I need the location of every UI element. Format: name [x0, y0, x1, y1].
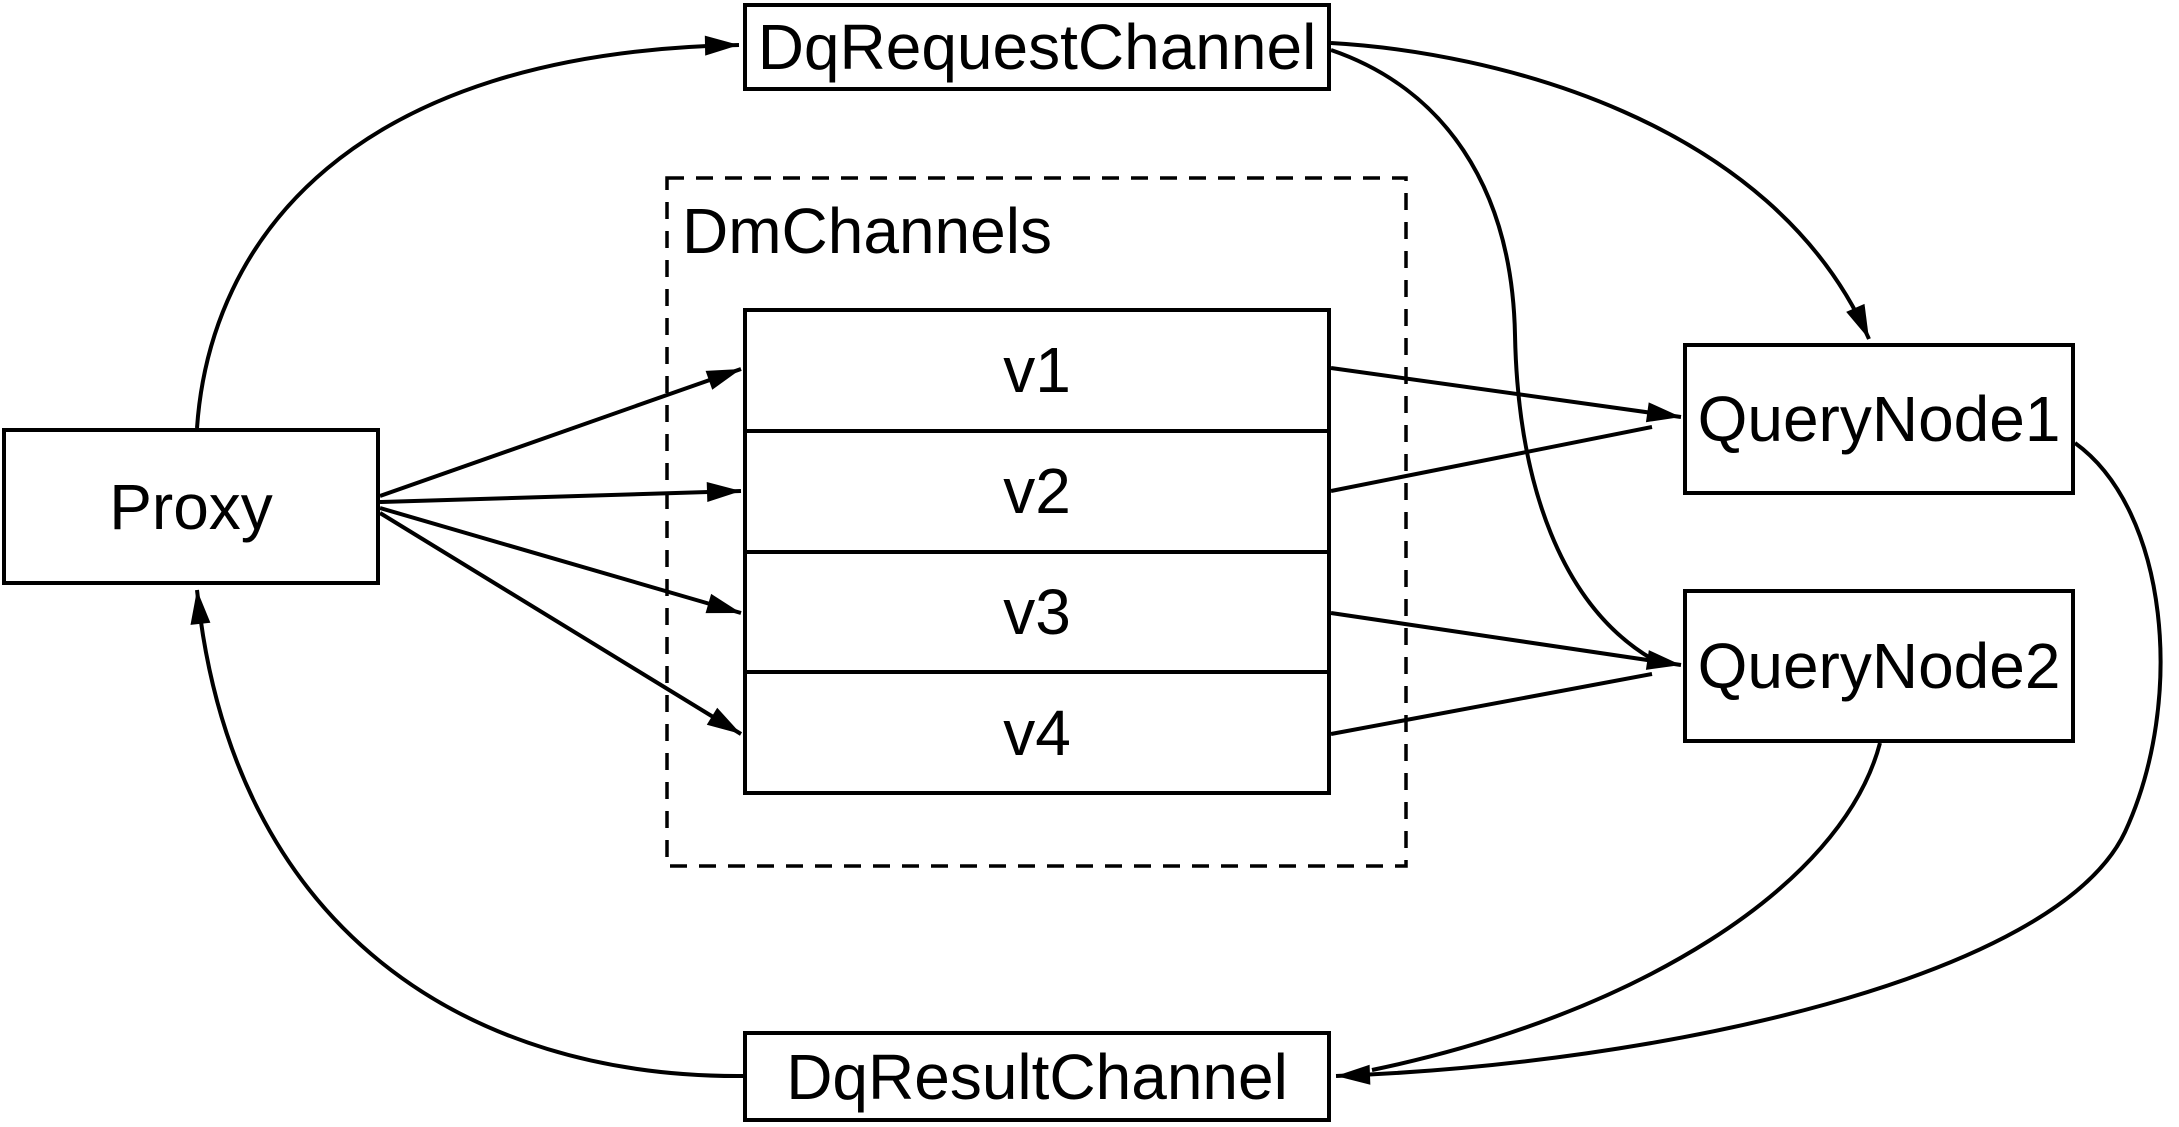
edge-dqrequestchannel-to-querynode1	[1330, 41, 1871, 340]
edge-dqresultchannel-to-proxy	[190, 589, 744, 1079]
edge-proxy-to-dqrequestchannel	[195, 35, 740, 429]
edge-v3-to-querynode2	[1330, 611, 1682, 670]
channel-row-v4-label: v4	[1003, 696, 1071, 769]
edge-proxy-to-v2	[379, 482, 742, 504]
dmchannels-cluster-border	[665, 176, 1408, 868]
edge-querynode1-to-dqresultchannel	[1335, 441, 2163, 1085]
node-querynode2: QueryNode2	[1683, 589, 2075, 743]
node-querynode2-label: QueryNode2	[1697, 630, 2061, 702]
channel-row-v4: v4	[747, 670, 1327, 791]
node-proxy: Proxy	[2, 428, 380, 585]
channel-row-v2: v2	[747, 428, 1327, 550]
edge-dqrequestchannel-to-querynode2	[1330, 48, 1654, 661]
edge-querynode2-to-dqresultchannel	[1371, 742, 1882, 1072]
channel-row-v1: v1	[747, 312, 1327, 429]
dmchannels-stack: v1 v2 v3 v4	[743, 308, 1331, 795]
dmchannels-cluster-label: DmChannels	[682, 195, 1052, 267]
channel-row-v3-label: v3	[1003, 575, 1071, 648]
edge-proxy-to-v4	[378, 511, 743, 736]
node-dqresultchannel: DqResultChannel	[743, 1031, 1331, 1122]
node-dqresultchannel-label: DqResultChannel	[786, 1040, 1288, 1113]
edge-v4-to-querynode2	[1330, 672, 1653, 736]
edge-proxy-to-v1	[379, 367, 742, 498]
edge-proxy-to-v3	[379, 506, 742, 615]
node-querynode1: QueryNode1	[1683, 343, 2075, 495]
channel-row-v3: v3	[747, 549, 1327, 671]
channel-row-v2-label: v2	[1003, 455, 1071, 528]
node-dqrequestchannel: DqRequestChannel	[743, 3, 1331, 91]
edge-v2-to-querynode1	[1330, 425, 1653, 493]
node-proxy-label: Proxy	[109, 470, 273, 543]
node-querynode1-label: QueryNode1	[1697, 383, 2061, 455]
channel-row-v1-label: v1	[1003, 334, 1071, 407]
node-dqrequestchannel-label: DqRequestChannel	[757, 11, 1317, 83]
edge-v1-to-querynode1	[1330, 366, 1682, 423]
